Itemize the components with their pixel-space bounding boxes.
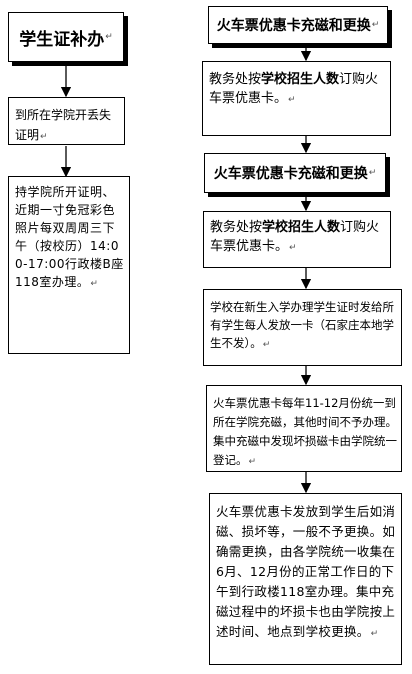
left-header-box: 学生证补办↵	[8, 12, 124, 62]
right-header-1-text: 火车票优惠卡充磁和更换	[216, 18, 371, 34]
right-box-2: 教务处按学校招生人数订购火车票优惠卡。↵	[203, 211, 391, 268]
bold-enrollment-1: 学校招生人数	[261, 72, 340, 87]
right-header-1: 火车票优惠卡充磁和更换↵	[208, 6, 388, 44]
left-header-text: 学生证补办	[19, 29, 105, 50]
right-header-2: 火车票优惠卡充磁和更换↵	[204, 153, 386, 193]
right-box-5: 火车票优惠卡发放到学生后如消磁、损坏等，一般不予更换。如确需更换，由各学院统一收…	[209, 493, 402, 665]
bold-enrollment-2: 学校招生人数	[262, 220, 341, 235]
right-box-1: 教务处按学校招生人数订购火车票优惠卡。↵	[202, 61, 391, 136]
left-step-1-text: 到所在学院开丢失证明	[15, 108, 112, 142]
right-box-3: 学校在新生入学办理学生证时发给所有学生每人发放一卡（石家庄本地学生不发）。↵	[203, 289, 402, 366]
right-header-2-text: 火车票优惠卡充磁和更换	[213, 166, 368, 182]
left-step-2-text: 持学院所开证明、近期一寸免冠彩色照片每双周周三下午（按校历）14:00-17:0…	[15, 185, 124, 289]
right-box-4: 火车票优惠卡每年11-12月份统一到所在学院充磁，其他时间不予办理。集中充磁中发…	[206, 385, 402, 472]
left-step-2: 持学院所开证明、近期一寸免冠彩色照片每双周周三下午（按校历）14:00-17:0…	[8, 176, 130, 354]
left-step-1: 到所在学院开丢失证明↵	[8, 97, 125, 145]
